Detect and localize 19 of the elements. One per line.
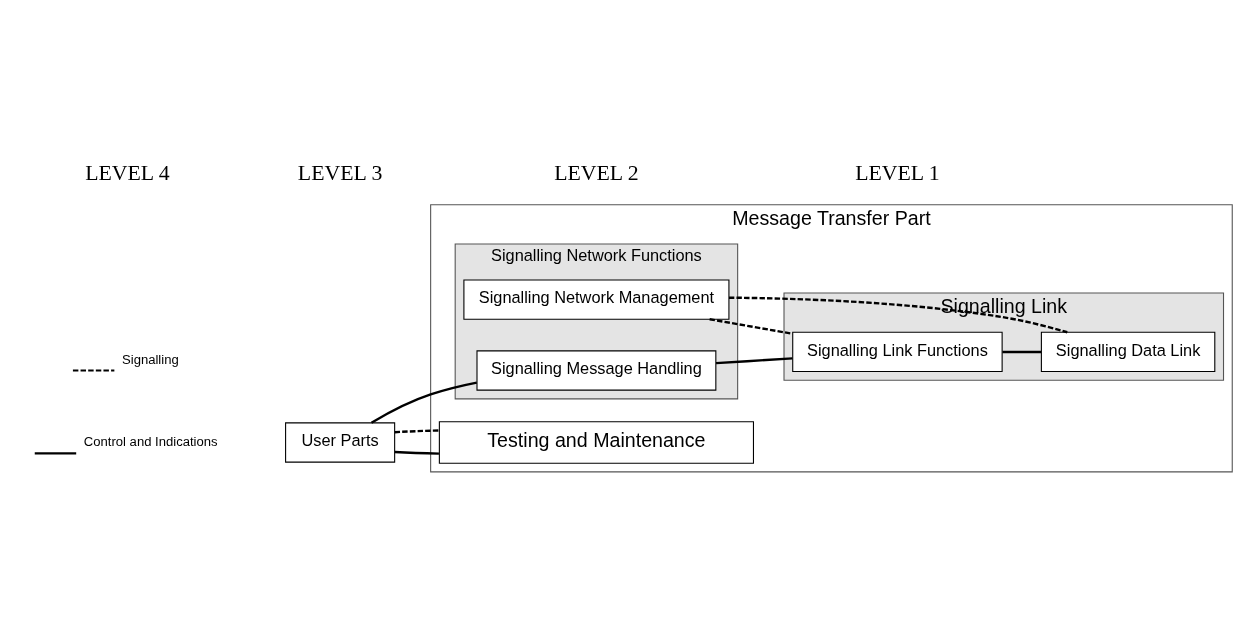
legend-label: Signalling [122, 351, 179, 367]
node-box: Signalling Link Functions [792, 331, 1003, 372]
connector [709, 317, 793, 335]
label: LEVEL 3 [297, 160, 383, 185]
connector [729, 296, 1068, 333]
connector [1002, 350, 1042, 353]
connector [394, 450, 439, 455]
label: LEVEL 1 [855, 160, 940, 185]
node-box: Signalling Network Management [463, 278, 730, 320]
connector [715, 356, 793, 364]
label: LEVEL 2 [554, 160, 639, 185]
connector [370, 381, 477, 424]
node-box: Signalling Data Link [1040, 331, 1216, 372]
connector [394, 428, 439, 433]
node-box: Signalling Message Handling [476, 349, 717, 391]
node-box: Testing and Maintenance [438, 420, 754, 464]
legend-label: Control and Indications [83, 433, 218, 449]
node-box: User Parts [285, 421, 396, 463]
label: LEVEL 4 [85, 160, 170, 185]
